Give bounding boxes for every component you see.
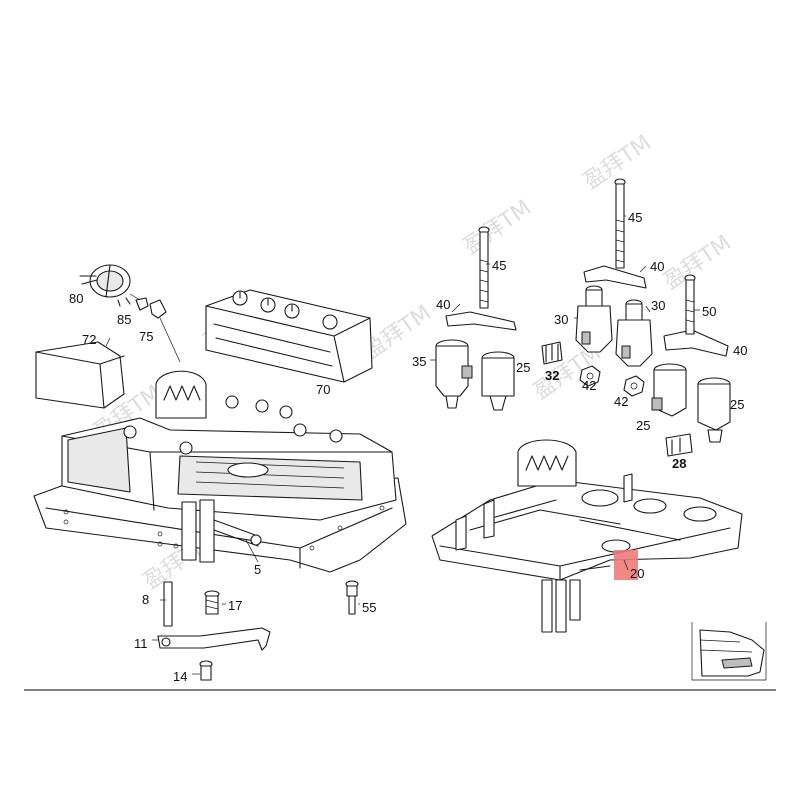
label-8: 8: [142, 592, 149, 607]
label-72: 72: [82, 332, 96, 347]
part-80-connector[interactable]: [79, 264, 131, 307]
part-8-pin[interactable]: [163, 581, 173, 627]
part-40-bracket-a[interactable]: [445, 311, 517, 331]
watermark-text: 盈拜TM: [659, 231, 736, 295]
part-28-connector[interactable]: [665, 433, 693, 457]
part-72-cover[interactable]: [35, 341, 125, 409]
part-70-valve-plate[interactable]: [205, 289, 373, 383]
part-42-nut-b[interactable]: [623, 375, 645, 397]
part-11-lever[interactable]: [157, 627, 271, 651]
label-40b: 40: [650, 259, 664, 274]
label-28: 28: [672, 456, 686, 471]
watermark-text: 盈拜TM: [459, 196, 536, 260]
transmission-thumbnail: [691, 622, 767, 681]
label-45a: 45: [492, 258, 506, 273]
part-32-connector[interactable]: [541, 341, 563, 365]
label-32: 32: [545, 368, 559, 383]
label-70: 70: [316, 382, 330, 397]
label-25c: 25: [636, 418, 650, 433]
part-14-screw[interactable]: [199, 660, 213, 681]
part-30-valve-b[interactable]: [615, 299, 653, 367]
part-55-bolt[interactable]: [345, 580, 359, 615]
label-80: 80: [69, 291, 83, 306]
part-75-clip[interactable]: [149, 299, 181, 363]
part-45-bolt-a[interactable]: [478, 226, 490, 309]
label-25b: 25: [730, 397, 744, 412]
part-50-bolt[interactable]: [684, 274, 696, 335]
label-5: 5: [254, 562, 261, 577]
label-17: 17: [228, 598, 242, 613]
valve-body-assembly-left[interactable]: [33, 370, 407, 573]
label-45b: 45: [628, 210, 642, 225]
part-25-solenoid-b[interactable]: [651, 363, 687, 417]
leader-lines: [105, 215, 728, 675]
part-labels: 80 85 75 72 70 5 8 17 55 11 14 45 45 40 …: [69, 210, 747, 684]
label-50: 50: [702, 304, 716, 319]
label-35: 35: [412, 354, 426, 369]
label-85: 85: [117, 312, 131, 327]
label-75: 75: [139, 329, 153, 344]
valve-body-housing-right[interactable]: [431, 439, 743, 633]
part-35-solenoid[interactable]: [435, 339, 473, 409]
part-40-bracket-b[interactable]: [583, 265, 647, 289]
part-17-screw[interactable]: [204, 590, 220, 615]
label-14: 14: [173, 669, 187, 684]
part-45-bolt-b[interactable]: [614, 178, 626, 269]
label-42a: 42: [582, 378, 596, 393]
label-11: 11: [134, 636, 148, 651]
label-55: 55: [362, 600, 376, 615]
label-20: 20: [630, 566, 644, 581]
part-25-solenoid-a[interactable]: [481, 351, 515, 411]
label-42b: 42: [614, 394, 628, 409]
part-30-valve-a[interactable]: [575, 285, 613, 353]
label-30a: 30: [554, 312, 568, 327]
label-25a: 25: [516, 360, 530, 375]
label-30b: 30: [651, 298, 665, 313]
part-42-nut-a[interactable]: [579, 365, 601, 387]
label-40a: 40: [436, 297, 450, 312]
part-25-solenoid-c[interactable]: [697, 377, 731, 443]
label-40c: 40: [733, 343, 747, 358]
part-85-clip[interactable]: [135, 297, 149, 311]
part-40-bracket-c[interactable]: [663, 329, 729, 357]
